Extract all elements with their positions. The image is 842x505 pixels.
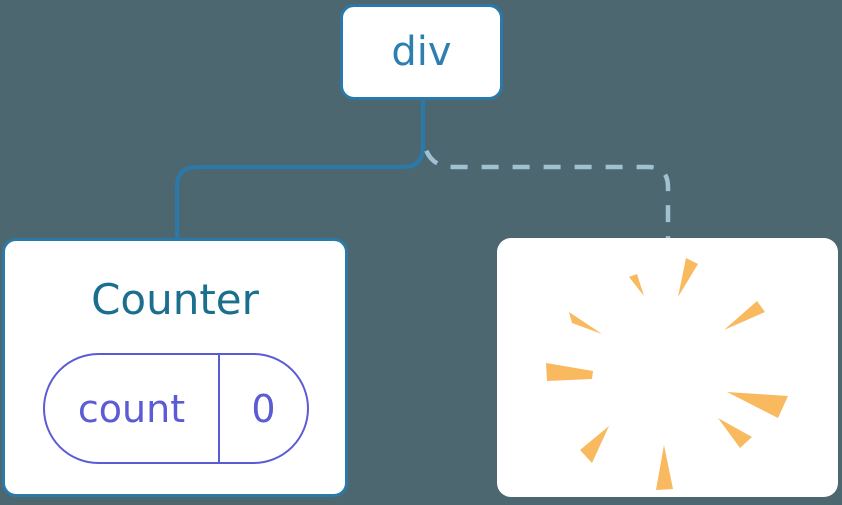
- state-key: count: [77, 386, 186, 431]
- tree-node-div: div: [340, 4, 503, 100]
- counter-title: Counter: [91, 275, 259, 324]
- state-value: 0: [251, 386, 276, 431]
- state-pill: count 0: [43, 353, 309, 464]
- tree-node-counter: Counter count 0: [2, 238, 348, 497]
- tree-node-div-label: div: [391, 29, 452, 75]
- tree-node-removed: [497, 238, 838, 497]
- poof-icon: [546, 258, 788, 490]
- state-pill-divider: [218, 355, 220, 462]
- connector-solid-line: [175, 98, 425, 242]
- connector-dashed-line: [421, 142, 671, 240]
